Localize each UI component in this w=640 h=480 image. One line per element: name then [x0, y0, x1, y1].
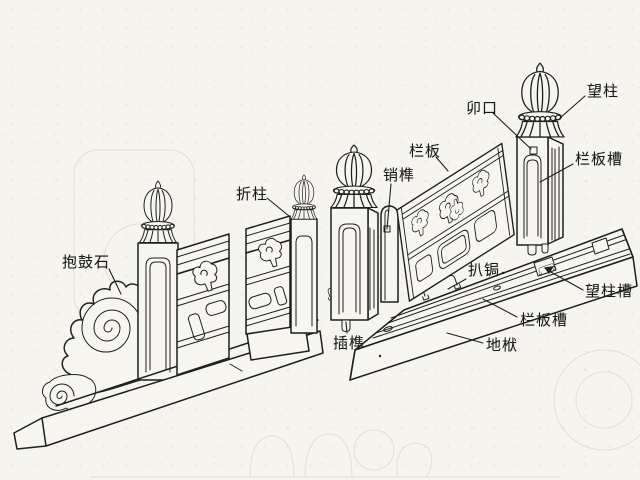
leader-lanbancao-sill [482, 298, 518, 318]
label-lanbancao-post: 栏板槽 [575, 150, 624, 168]
post-cap [139, 180, 177, 244]
label-chasun: 插榫 [333, 334, 366, 352]
leader-maokou [492, 112, 532, 150]
leader-arrowhead [544, 266, 554, 274]
leader-zhezhu [266, 197, 290, 217]
panel-lanban [396, 142, 515, 302]
leader-lanban [435, 156, 449, 172]
label-maokou: 卯口 [466, 99, 499, 117]
label-baogushi: 抱鼓石 [62, 253, 111, 271]
slope-balustrade-right [229, 215, 310, 372]
label-lanbancao-sill: 栏板槽 [520, 311, 569, 329]
drum-spiral [81, 297, 143, 353]
baluster-post-on-ramp [137, 180, 179, 381]
post-cap [330, 144, 378, 209]
label-zhezhu: 折柱 [236, 185, 269, 203]
label-wangzhucao: 望柱槽 [585, 282, 634, 300]
drum-stone-baogushi [42, 280, 153, 412]
leader-baogushi [108, 268, 122, 295]
label-difu: 地栿 [486, 336, 519, 354]
slope-balustrade-left [176, 233, 230, 376]
zhezhu-post [290, 174, 318, 334]
leader-wangzhu [559, 95, 586, 119]
leader-difu [446, 332, 484, 344]
label-lanban: 栏板 [409, 142, 442, 160]
leader-wangzhucao [548, 270, 584, 291]
leader-xiaosun [386, 183, 392, 230]
post-cap [290, 174, 318, 220]
post-cap [515, 62, 565, 138]
label-xiaosun: 销榫 [383, 166, 416, 184]
middle-post [330, 144, 379, 332]
leader-chasun [345, 321, 348, 334]
leader-paju [447, 278, 467, 290]
leader-lines [108, 95, 586, 344]
label-paju: 扒锔 [468, 261, 501, 279]
mortise-maokou [529, 146, 538, 155]
wangzhu-post [515, 62, 565, 256]
label-wangzhu: 望柱 [587, 82, 620, 100]
leader-lanbancao-post [539, 163, 574, 183]
break-tick [229, 363, 243, 372]
pin-xiaosun [380, 205, 399, 303]
